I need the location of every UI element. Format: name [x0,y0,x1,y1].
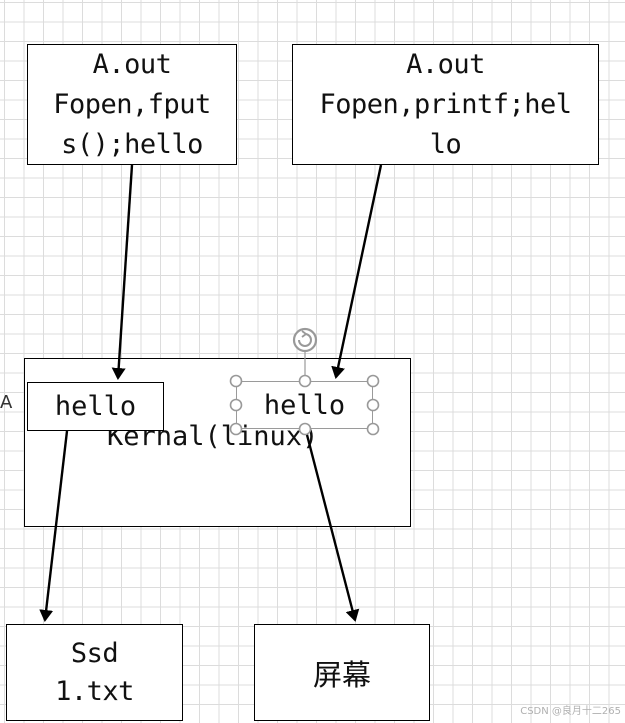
arrow-process-b-to-buffer [331,164,383,379]
kernel-buffer-left-label: hello [54,391,137,422]
kernel-buffer-right-label: hello [263,389,346,421]
kernel-buffer-left[interactable]: hello [27,382,164,431]
process-b-line-2: Fopen,printf;hel [319,88,572,120]
process-a-line-1: A.out [92,48,172,80]
ssd-line-1: Ssd [70,637,119,669]
process-a-line-3: s();hello [61,128,203,160]
screen-box[interactable]: 屏幕 [254,624,430,721]
process-a-box[interactable]: A.out Fopen,fput s();hello [27,44,237,165]
ssd-line-2: 1.txt [55,675,134,707]
process-b-box[interactable]: A.out Fopen,printf;hel lo [292,44,599,165]
arrow-process-a-to-buffer [111,164,134,380]
process-a-line-2: Fopen,fput [53,88,211,120]
watermark: CSDN @良月十二265 [520,706,621,717]
screen-label: 屏幕 [312,657,371,692]
process-b-line-1: A.out [406,48,485,80]
process-b-line-3: lo [429,128,462,160]
ssd-file-box[interactable]: Ssd 1.txt [6,624,183,721]
edge-glyph: A [0,392,13,413]
rotate-icon[interactable] [292,327,318,353]
kernel-buffer-right-selected[interactable]: hello [236,381,373,429]
